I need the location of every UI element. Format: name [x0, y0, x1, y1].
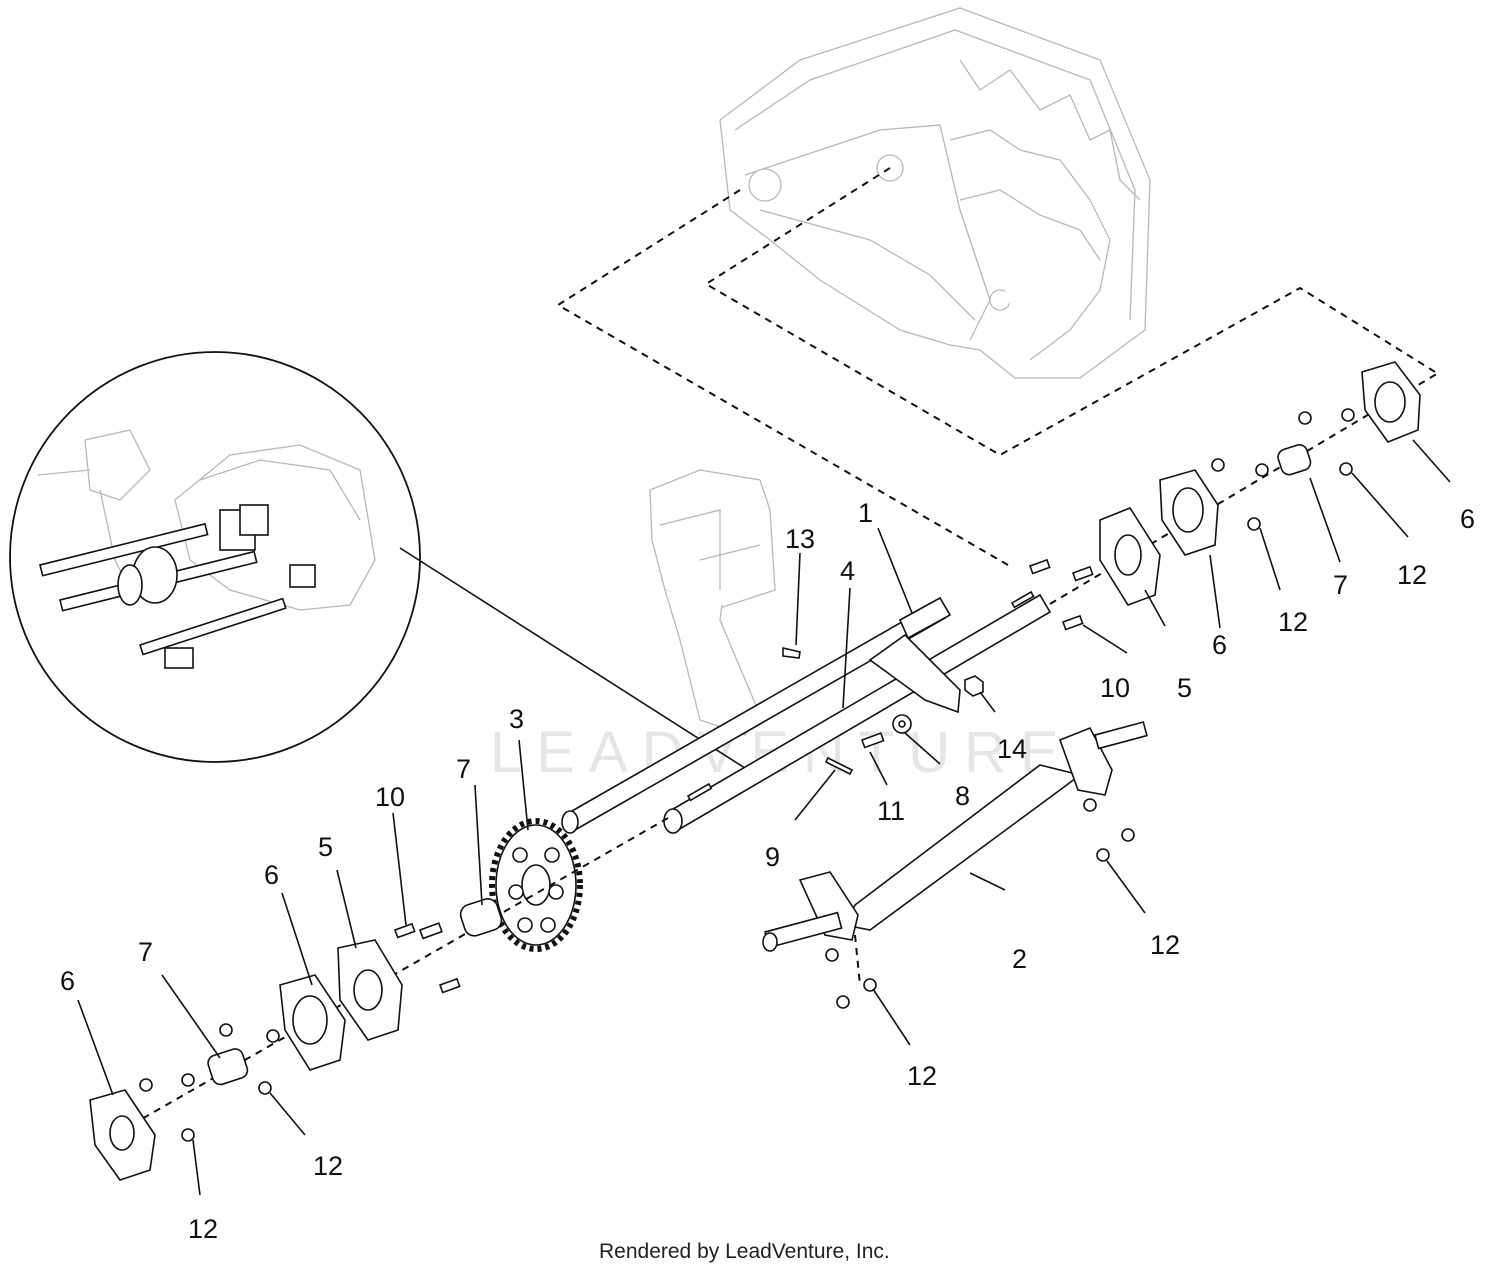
inset-detail-circle: [9, 351, 421, 763]
right-hardware: [1028, 361, 1441, 631]
callout-12-bottom-left: 12: [188, 1214, 218, 1244]
dashed-guide-right: [704, 167, 1441, 457]
callout-7-center: 7: [456, 754, 471, 784]
callout-12-axle-right: 12: [1150, 930, 1180, 960]
callout-6-left-outer: 6: [60, 966, 75, 996]
callout-12-axle-bottom: 12: [907, 1061, 937, 1091]
callout-6-left-inner: 6: [264, 860, 279, 890]
callout-9: 9: [765, 842, 780, 872]
callout-13: 13: [785, 524, 815, 554]
callout-3: 3: [509, 704, 524, 734]
callout-14: 14: [997, 734, 1027, 764]
leader-lines: [77, 439, 1451, 1196]
callout-10-left: 10: [375, 782, 405, 812]
callout-5-left: 5: [318, 832, 333, 862]
callout-6-right-outer: 6: [1460, 504, 1475, 534]
callout-7-left: 7: [138, 937, 153, 967]
callout-1: 1: [858, 498, 873, 528]
callout-2: 2: [1012, 944, 1027, 974]
dashed-guide-left: [556, 189, 1009, 566]
key-13: [782, 646, 801, 659]
callout-12-right: 12: [1278, 607, 1308, 637]
callouts: 1 2 3 4 5 5 6 6 6 6 7 7 7 8 9 10 10 11 1…: [60, 498, 1475, 1244]
callout-7-right: 7: [1333, 570, 1348, 600]
footer-credit: Rendered by LeadVenture, Inc.: [599, 1240, 890, 1263]
inset-leader-line: [399, 547, 749, 771]
callout-8: 8: [955, 781, 970, 811]
idler-axle-2: [762, 721, 1148, 1009]
callout-6-right-inner: 6: [1212, 630, 1227, 660]
shaft-1: [561, 596, 952, 834]
callout-12-far-right: 12: [1397, 560, 1427, 590]
gear-3: [489, 818, 583, 952]
callout-10-right: 10: [1100, 673, 1130, 703]
left-hardware: [89, 817, 669, 1181]
shaft-bracket: [868, 633, 961, 714]
callout-4: 4: [840, 556, 855, 586]
motor-bracket-illustration: [649, 469, 776, 736]
callout-5-right: 5: [1177, 673, 1192, 703]
track-assembly-illustration: [719, 7, 1151, 379]
center-hardware: [824, 675, 984, 776]
callout-12-left: 12: [313, 1151, 343, 1181]
callout-11: 11: [877, 796, 905, 826]
